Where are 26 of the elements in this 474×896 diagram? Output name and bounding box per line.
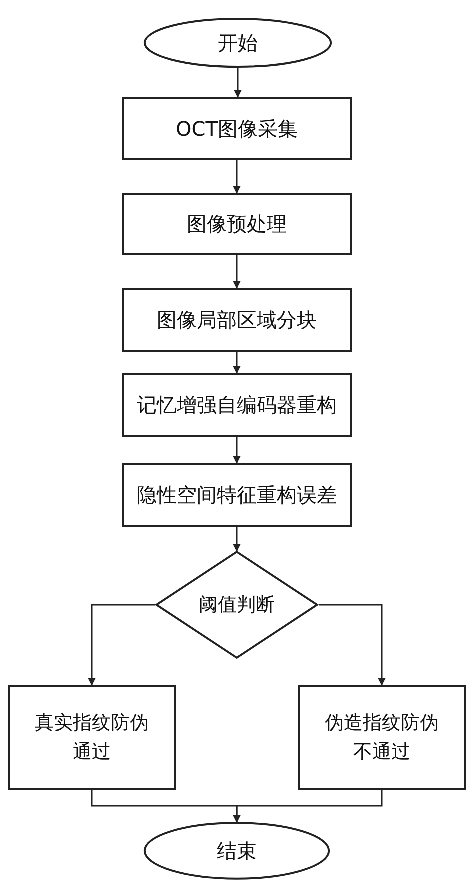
arrow (233, 255, 241, 289)
process-box (8, 685, 176, 790)
node-label: 图像局部区域分块 (156, 307, 318, 334)
node-label: 记忆增强自编码器重构 (136, 392, 338, 419)
arrow (233, 790, 383, 823)
process-box (122, 373, 352, 437)
process-box (122, 193, 352, 255)
process-box (122, 288, 352, 352)
arrow (233, 437, 241, 464)
node-label: OCT图像采集 (175, 116, 299, 142)
process-box (298, 685, 466, 790)
process-box (122, 97, 352, 160)
arrow (233, 160, 241, 194)
arrow (233, 527, 241, 552)
node-label: 隐性空间特征重构误差 (136, 482, 338, 509)
process-box (122, 463, 352, 527)
node-label: 伪造指纹防伪不通过 (324, 711, 440, 764)
arrow (234, 68, 242, 98)
node-label: 图像预处理 (186, 211, 288, 238)
arrow (233, 352, 241, 374)
node-label: 开始 (217, 30, 259, 57)
arrow (319, 604, 386, 686)
node-label: 真实指纹防伪通过 (34, 711, 150, 764)
node-label: 结束 (216, 838, 258, 865)
node-label: 阈值判断 (198, 592, 276, 618)
arrow (88, 604, 155, 686)
